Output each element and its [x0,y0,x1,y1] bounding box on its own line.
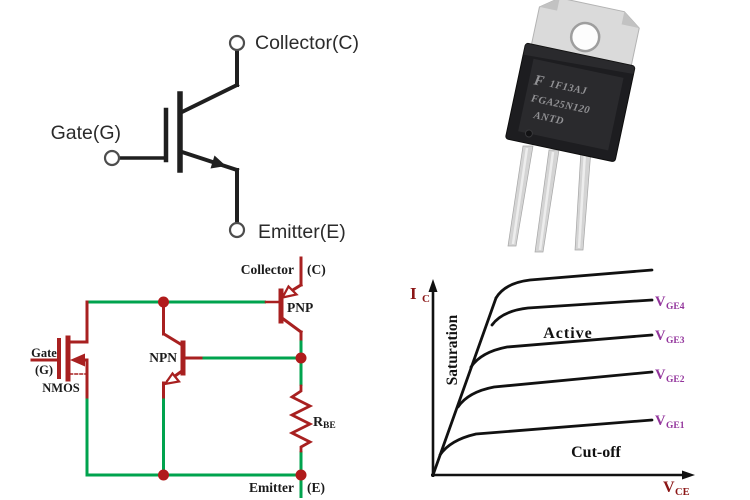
gate-terminal [103,149,121,167]
package-body-group: F 1F13AJ FGA25N120 ANTD [505,0,640,162]
nmos-body-arrow-icon [70,353,85,367]
fairchild-logo: F [531,72,546,90]
igbt-symbol-panel: Collector(C) Gate(G) Emitter(E) [51,32,359,243]
x-axis-label: V [663,479,675,496]
tab-corner-cut [621,11,640,29]
gate-pin-label: (G) [35,363,53,377]
rbe-subscript: BE [323,421,336,431]
vge2-sublabel: GE2 [666,375,685,385]
curve-vge2 [456,370,654,409]
mounting-hole [569,21,601,53]
y-axis-label: I [410,284,417,303]
vge4-sublabel: GE4 [666,302,685,312]
igbt-package-photo: F 1F13AJ FGA25N120 ANTD [505,0,640,253]
vge2-label: V [655,367,666,383]
y-axis-arrow-icon [428,279,438,292]
vge4-label: V [655,294,666,310]
curve-vge4 [490,298,654,327]
junction-dot [158,296,169,308]
igbt-symbol-graphic [117,48,240,225]
vge1-sublabel: GE1 [666,421,685,431]
output-characteristics-chart: I C V CE Saturation Active Cut-off V GE4… [410,268,695,498]
red-components [30,256,314,453]
curve-top [494,268,654,300]
emitter-arrow-icon [210,155,226,169]
x-axis-arrow-icon [682,470,695,480]
pnp-label: PNP [287,300,313,315]
npn-emitter-arrow-icon [162,371,182,386]
nmos-symbol [30,300,89,399]
emitter-label: Emitter(E) [258,221,346,243]
curve-vge3 [469,333,654,369]
y-axis-sublabel: C [422,293,430,305]
emitter-label: Emitter [249,480,294,495]
junction-dot [295,352,307,364]
green-wires [85,300,303,498]
axes [431,289,685,477]
curve-vge1 [438,418,654,457]
vge3-sublabel: GE3 [666,336,685,346]
npn-label: NPN [149,350,177,365]
collector-terminal [228,34,246,52]
gate-label: Gate(G) [51,122,121,144]
saturation-line [431,296,498,477]
emitter-pin-label: (E) [307,480,325,495]
curves [431,268,654,477]
junction-dot [158,469,169,481]
junction-dots [158,296,307,481]
collector-label: Collector [241,262,294,277]
active-label: Active [543,325,593,342]
rbe-resistor [288,384,314,453]
npn-symbol [161,300,203,399]
emitter-terminal [228,221,246,239]
vge3-label: V [655,328,666,344]
x-axis-sublabel: CE [675,487,690,498]
pnp-emitter-arrow-icon [280,284,299,300]
gate-label: Gate [31,346,57,360]
body-dimple [524,129,533,138]
package-label-area [518,58,624,151]
vge1-label: V [655,413,666,429]
saturation-label: Saturation [444,314,461,385]
rbe-label: R [313,415,324,430]
nmos-label: NMOS [42,381,80,395]
collector-label: Collector(C) [255,32,359,54]
cutoff-label: Cut-off [571,444,621,461]
junction-dot [295,469,307,481]
equivalent-circuit-panel: Collector (C) PNP NPN Gate (G) NMOS R BE… [30,256,336,498]
collector-pin-label: (C) [307,262,326,277]
tab-corner-cut [539,0,560,11]
package-legs [507,145,592,253]
